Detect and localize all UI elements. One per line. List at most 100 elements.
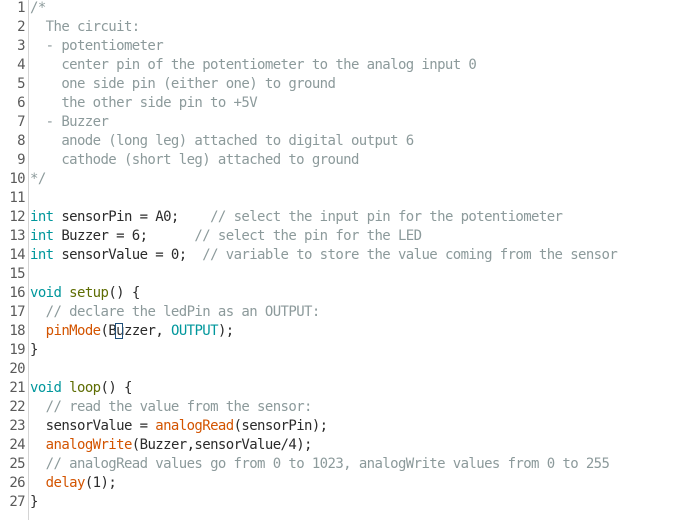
code-token [30,437,46,453]
line-number: 5 [17,76,25,92]
comment-token: // select the input pin for the potentio… [210,209,563,225]
code-token [30,323,46,339]
comment-token: // select the pin for the LED [194,228,422,244]
line-number: 27 [9,494,25,510]
builtin-function-token: delay [45,475,86,491]
comment-token: anode (long leg) attached to digital out… [30,133,414,149]
keyword-token: int [30,209,54,225]
code-token: () { [100,380,133,396]
code-text[interactable]: int sensorValue = 0; // variable to stor… [30,246,618,265]
line-number: 24 [9,437,25,453]
code-text[interactable]: The circuit: [30,18,141,37]
code-token: } [30,342,38,358]
comment-token: - potentiometer [30,38,164,54]
function-name-token: setup [69,285,109,301]
code-token [61,380,69,396]
line-number: 16 [9,285,25,301]
keyword-token: int [30,228,54,244]
code-token: Buzzer = 6; [53,228,195,244]
code-token: ); [217,323,234,339]
code-text[interactable]: // analogRead values go from 0 to 1023, … [30,455,610,474]
code-token: (1); [84,475,117,491]
line-number: 19 [9,342,25,358]
code-text[interactable]: sensorValue = analogRead(sensorPin); [30,417,328,436]
comment-token: center pin of the potentiometer to the a… [30,57,477,73]
line-number: 25 [9,456,25,472]
line-number: 22 [9,399,25,415]
keyword-token: OUTPUT [170,323,219,339]
line-number: 13 [9,228,25,244]
code-text[interactable]: - potentiometer [30,37,164,56]
comment-token: // variable to store the value coming fr… [202,247,618,263]
builtin-function-token: analogRead [155,418,234,434]
code-text[interactable]: cathode (short leg) attached to ground [30,151,359,170]
code-text[interactable]: the other side pin to +5V [30,94,257,113]
code-text[interactable]: int Buzzer = 6; // select the pin for th… [30,227,422,246]
keyword-token: int [30,247,54,263]
code-token [30,304,46,320]
line-number: 20 [9,361,25,377]
code-token: zzer, [124,323,171,339]
code-text[interactable]: } [30,341,38,360]
code-text[interactable]: delay(1); [30,474,117,493]
line-number: 10 [9,171,25,187]
keyword-token: void [30,285,62,301]
line-number: 11 [9,190,25,206]
code-text[interactable]: */ [30,170,46,189]
code-text[interactable]: one side pin (either one) to ground [30,75,336,94]
code-token [30,475,46,491]
code-text[interactable]: // declare the ledPin as an OUTPUT: [30,303,321,322]
comment-token: The circuit: [30,19,141,35]
code-token [30,399,46,415]
line-number: 3 [17,38,25,54]
line-number: 8 [17,133,25,149]
comment-token: */ [30,171,46,187]
code-text[interactable]: } [30,493,38,512]
line-number: 14 [9,247,25,263]
function-name-token: loop [69,380,101,396]
code-token: (sensorPin); [233,418,329,434]
line-number: 26 [9,475,25,491]
builtin-function-token: analogWrite [45,437,133,453]
code-token: () { [108,285,140,301]
code-text[interactable]: anode (long leg) attached to digital out… [30,132,414,151]
gutter-divider [28,0,29,520]
line-number: 6 [17,95,25,111]
line-number: 1 [17,0,25,16]
code-text[interactable]: void loop() { [30,379,132,398]
comment-token: // read the value from the sensor: [45,399,313,415]
code-token [30,456,46,472]
comment-token: // analogRead values go from 0 to 1023, … [45,456,610,472]
code-text[interactable]: - Buzzer [30,113,109,132]
code-token [61,285,69,301]
code-text[interactable]: int sensorPin = A0; // select the input … [30,208,563,227]
comment-token: - Buzzer [30,114,109,130]
comment-token: the other side pin to +5V [30,95,258,111]
comment-token: cathode (short leg) attached to ground [30,152,359,168]
builtin-function-token: pinMode [45,323,101,339]
code-text[interactable]: analogWrite(Buzzer,sensorValue/4); [30,436,313,455]
code-text[interactable]: // read the value from the sensor: [30,398,313,417]
code-token: } [30,494,38,510]
code-token: sensorPin = A0; [53,209,211,225]
code-token: sensorValue = 0; [53,247,203,263]
line-number: 2 [17,19,25,35]
line-number: 12 [9,209,25,225]
code-text[interactable]: center pin of the potentiometer to the a… [30,56,477,75]
code-token: (Buzzer,sensorValue/4); [131,437,313,453]
comment-token: one side pin (either one) to ground [30,76,336,92]
keyword-token: void [30,380,62,396]
comment-token: /* [30,0,46,16]
line-number: 21 [9,380,25,396]
code-token: sensorValue = [30,418,156,434]
line-number: 4 [17,57,25,73]
code-text[interactable]: void setup() { [30,284,140,303]
line-number: 15 [9,266,25,282]
code-text[interactable]: /* [30,0,46,18]
code-token: (B [100,323,117,339]
code-text[interactable]: pinMode(Buzzer, OUTPUT); [30,322,234,341]
line-number: 7 [17,114,25,130]
text-cursor[interactable]: u [115,323,125,339]
line-number: 17 [9,304,25,320]
